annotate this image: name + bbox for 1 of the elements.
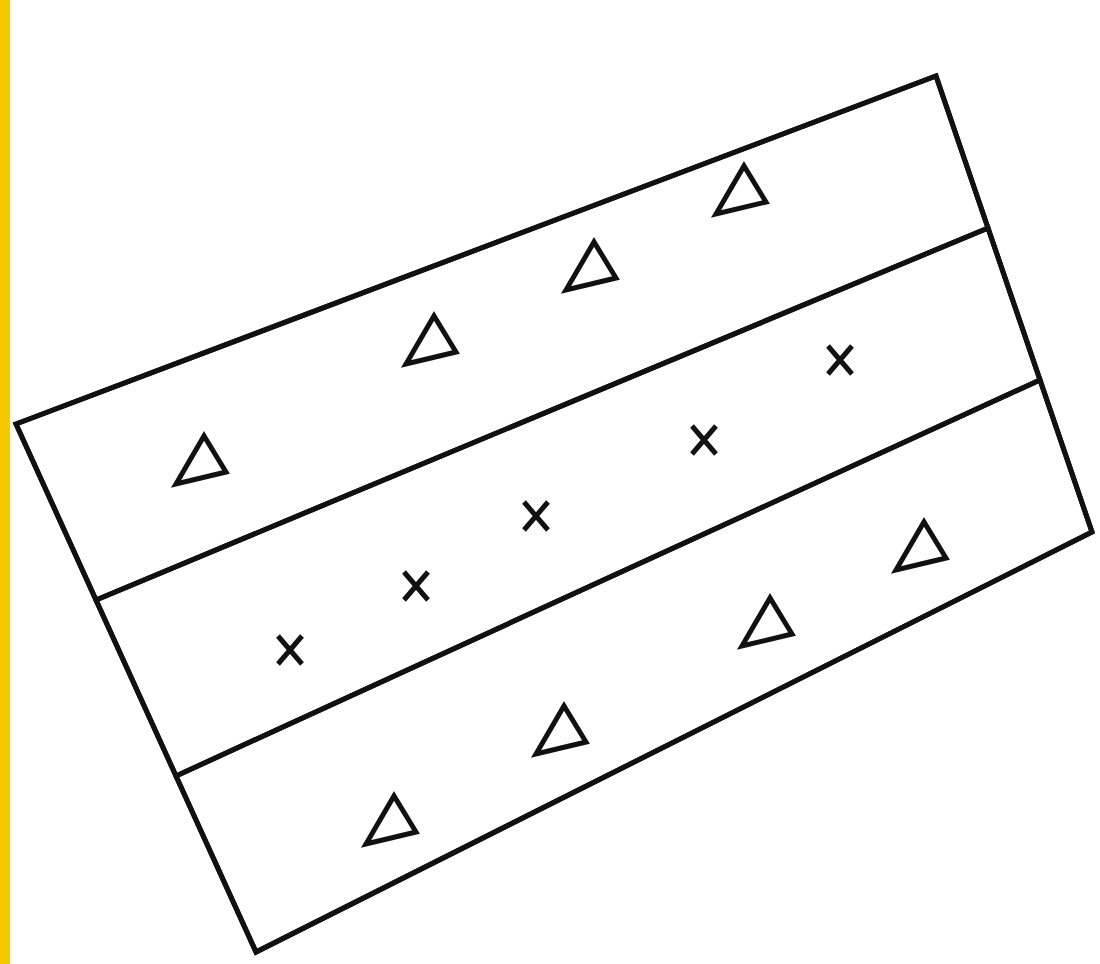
outer-frame xyxy=(12,72,1096,956)
